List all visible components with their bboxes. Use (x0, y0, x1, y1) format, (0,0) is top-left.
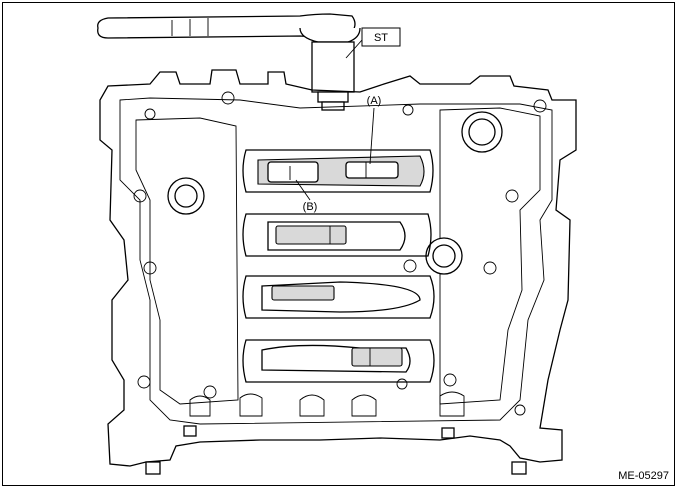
label-a: (A) (367, 95, 382, 165)
figure-frame (2, 2, 675, 486)
journal-bays (242, 149, 435, 383)
label-st-text: ST (374, 32, 388, 44)
label-b: (B) (295, 179, 318, 213)
label-b-text: (B) (303, 201, 318, 213)
cylinder-block (99, 69, 577, 467)
label-st: ST (345, 27, 401, 59)
crankshaft (257, 155, 425, 373)
label-a-text: (A) (367, 95, 382, 107)
mounting-bolts (145, 425, 527, 475)
figure-code: ME-05297 (618, 470, 669, 482)
ratchet-wrench (97, 13, 361, 111)
